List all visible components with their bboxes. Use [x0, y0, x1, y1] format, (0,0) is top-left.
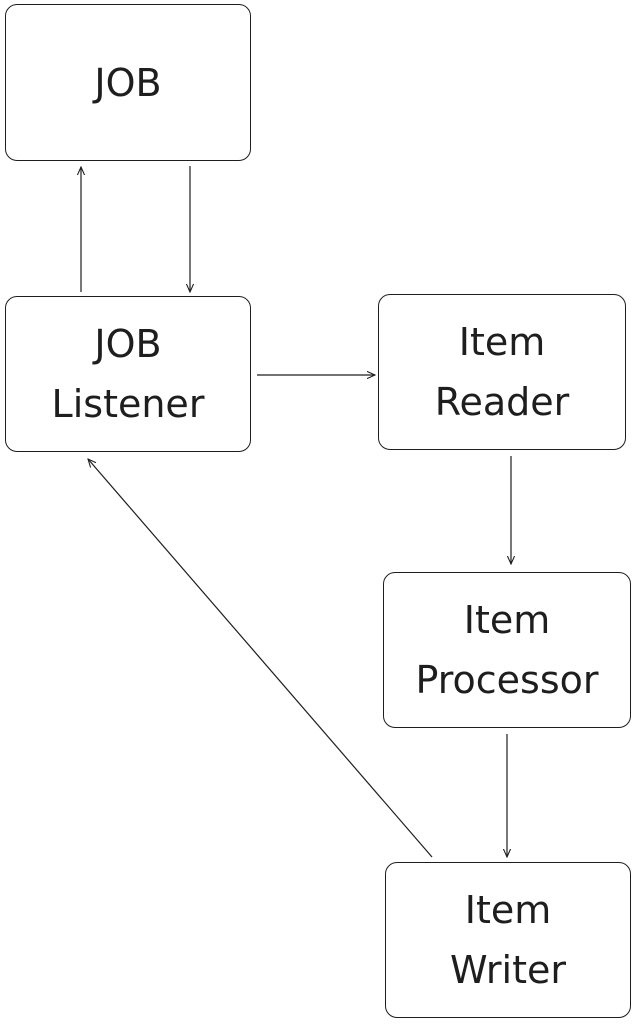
job-node[interactable]: JOB	[5, 4, 251, 161]
job-listener-node-label: JOB Listener	[51, 322, 205, 426]
job-node-label: JOB	[94, 60, 162, 105]
item-reader-node-label: Item Reader	[434, 320, 570, 424]
item-processor-node[interactable]: Item Processor	[383, 572, 631, 728]
arrow-writer-to-listener	[88, 459, 433, 858]
item-processor-node-label: Item Processor	[415, 598, 599, 702]
item-writer-node-label: Item Writer	[450, 888, 566, 992]
job-listener-node[interactable]: JOB Listener	[5, 296, 251, 452]
item-reader-node[interactable]: Item Reader	[378, 294, 626, 450]
item-writer-node[interactable]: Item Writer	[385, 862, 631, 1018]
